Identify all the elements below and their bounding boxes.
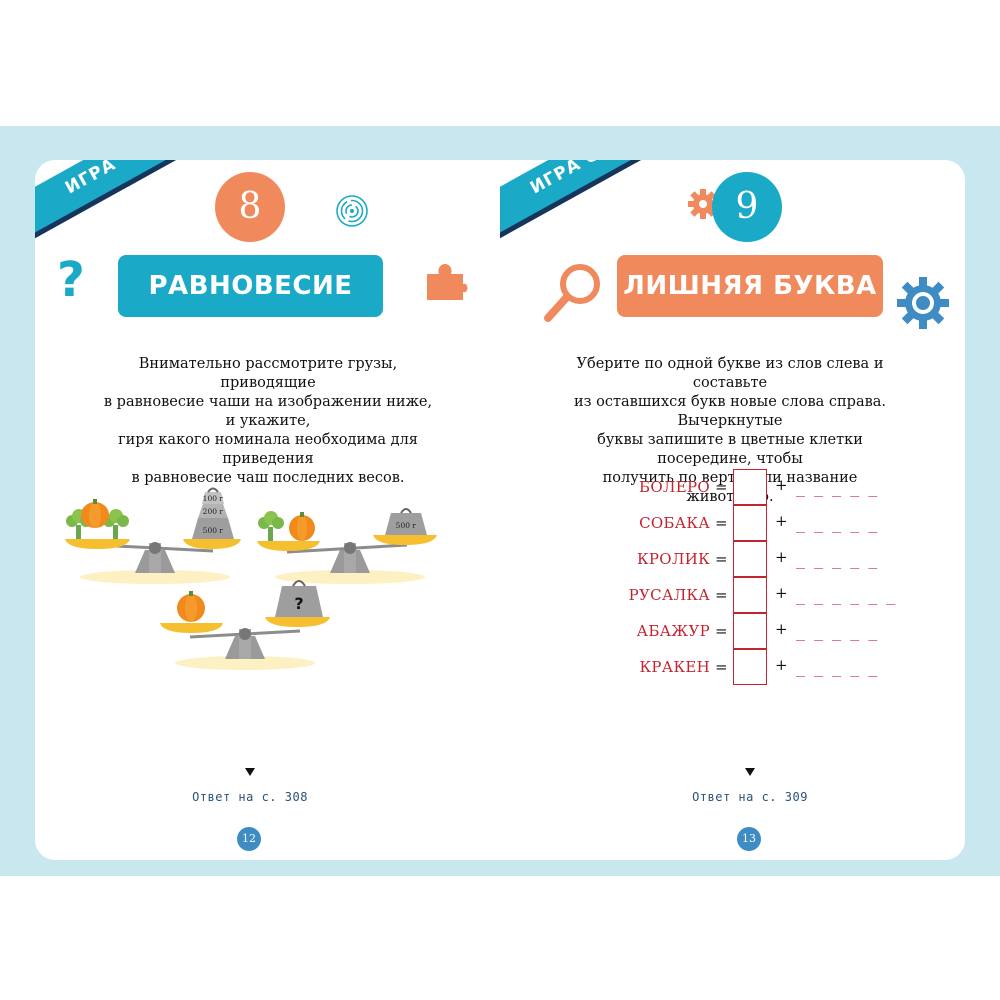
word-row: КРАКЕН = + _ _ _ _ _ xyxy=(500,649,965,685)
unknown-weight: ? xyxy=(275,580,323,617)
section-label: ИГРА СЛОВ xyxy=(526,160,642,199)
plus-sign: + xyxy=(775,620,788,638)
page-number: 13 xyxy=(737,827,761,851)
weight-label: 100 г xyxy=(203,494,224,503)
left-page: ИГРА ЧИСЕЛ 8 ? РАВНОВЕСИЕ Внимательно ра… xyxy=(35,160,500,860)
equals-sign: = xyxy=(715,622,728,640)
puzzle-number-badge: 8 xyxy=(215,172,285,242)
equals-sign: = xyxy=(715,514,728,532)
source-word: БОЛЕРО xyxy=(639,478,710,496)
description-line: в равновесие чаш последних весов. xyxy=(131,470,405,486)
puzzle-number-badge: 9 xyxy=(712,172,782,242)
broccoli-icon xyxy=(258,511,284,541)
unknown-weight-label: ? xyxy=(294,594,303,613)
weight-500: 500 г xyxy=(385,508,427,535)
description-line: в равновесие чаши на изображении ниже, и… xyxy=(103,394,433,429)
pumpkin-icon xyxy=(289,512,315,541)
answer-reference: Ответ на с. 309 xyxy=(692,790,808,804)
description-line: гиря какого номинала необходима для прив… xyxy=(118,432,418,467)
balance-scales-illustration: 100 г 200 г 500 г xyxy=(65,487,437,670)
word-row: БОЛЕРО = + _ _ _ _ _ xyxy=(500,469,965,505)
blue-gear-icon xyxy=(897,277,949,329)
puzzle-description: Уберите по одной букве из слов слева и с… xyxy=(560,355,900,507)
letter-cell[interactable] xyxy=(733,649,767,685)
plus-sign: + xyxy=(775,656,788,674)
letter-cell[interactable] xyxy=(733,577,767,613)
plus-sign: + xyxy=(775,476,788,494)
answer-reference: Ответ на с. 308 xyxy=(192,790,308,804)
pumpkin-icon xyxy=(81,499,109,528)
scale-1: 100 г 200 г 500 г xyxy=(65,487,241,573)
answer-blanks[interactable]: _ _ _ _ _ xyxy=(796,515,878,533)
weight-label: 200 г xyxy=(203,507,224,516)
letter-cell[interactable] xyxy=(733,505,767,541)
source-word: РУСАЛКА xyxy=(628,586,710,604)
equals-sign: = xyxy=(715,478,728,496)
equals-sign: = xyxy=(715,658,728,676)
description-line: буквы запишите в цветные клетки посереди… xyxy=(597,432,863,467)
answer-blanks[interactable]: _ _ _ _ _ xyxy=(796,551,878,569)
answer-blanks[interactable]: _ _ _ _ _ xyxy=(796,479,878,497)
scale-shadow xyxy=(275,570,425,584)
weight-label: 500 г xyxy=(396,521,417,530)
section-label: ИГРА ЧИСЕЛ xyxy=(62,160,188,198)
arrow-down-icon xyxy=(245,768,255,776)
answer-blanks[interactable]: _ _ _ _ _ _ xyxy=(796,587,896,605)
scale-shadow xyxy=(80,570,230,584)
answer-blanks[interactable]: _ _ _ _ _ xyxy=(796,623,878,641)
word-row: СОБАКА = + _ _ _ _ _ xyxy=(500,505,965,541)
plus-sign: + xyxy=(775,548,788,566)
answer-blanks[interactable]: _ _ _ _ _ xyxy=(796,659,878,677)
right-page: ИГРА СЛОВ 9 ЛИШНЯЯ БУКВА Уберите по одно… xyxy=(500,160,965,860)
weight-stack: 100 г 200 г 500 г xyxy=(192,487,234,539)
equals-sign: = xyxy=(715,550,728,568)
magnifier-icon xyxy=(544,264,600,322)
scale-2: 500 г xyxy=(257,508,437,573)
puzzle-piece-icon xyxy=(427,264,468,300)
maze-icon xyxy=(336,195,368,227)
scale-shadow xyxy=(175,656,315,670)
description-line: Внимательно рассмотрите грузы, приводящи… xyxy=(138,356,398,391)
puzzle-title: РАВНОВЕСИЕ xyxy=(118,255,383,317)
puzzle-description: Внимательно рассмотрите грузы, приводящи… xyxy=(98,355,438,488)
scale-3: ? xyxy=(160,580,330,659)
pumpkin-icon xyxy=(177,591,205,622)
plus-sign: + xyxy=(775,584,788,602)
word-row: АБАЖУР = + _ _ _ _ _ xyxy=(500,613,965,649)
plus-sign: + xyxy=(775,512,788,530)
weight-label: 500 г xyxy=(203,526,224,535)
letter-cell[interactable] xyxy=(733,613,767,649)
question-mark-icon: ? xyxy=(57,252,85,308)
description-line: Уберите по одной букве из слов слева и с… xyxy=(576,356,884,391)
source-word: КРАКЕН xyxy=(639,658,710,676)
word-row: РУСАЛКА = + _ _ _ _ _ _ xyxy=(500,577,965,613)
source-word: СОБАКА xyxy=(639,514,710,532)
letter-cell[interactable] xyxy=(733,469,767,505)
letter-cell[interactable] xyxy=(733,541,767,577)
gear-icon xyxy=(688,189,718,219)
description-line: из оставшихся букв новые слова справа. В… xyxy=(573,394,887,429)
puzzle-title: ЛИШНЯЯ БУКВА xyxy=(617,255,883,317)
word-row: КРОЛИК = + _ _ _ _ _ xyxy=(500,541,965,577)
arrow-down-icon xyxy=(745,768,755,776)
equals-sign: = xyxy=(715,586,728,604)
page-number: 12 xyxy=(237,827,261,851)
source-word: АБАЖУР xyxy=(636,622,710,640)
source-word: КРОЛИК xyxy=(636,550,710,568)
